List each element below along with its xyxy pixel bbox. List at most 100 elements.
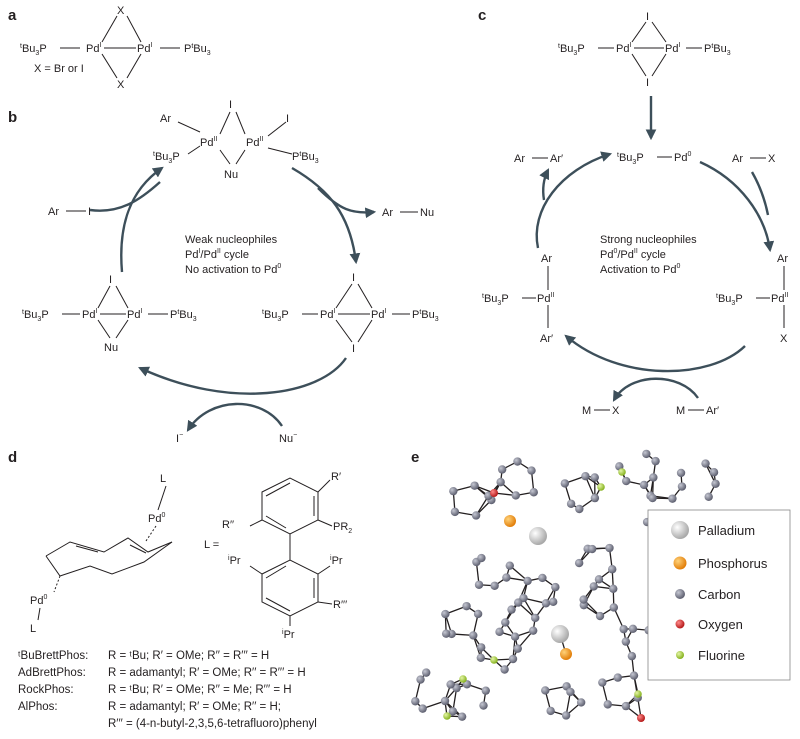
atom-palladium (551, 625, 569, 643)
atom-carbon (411, 697, 419, 705)
atom-fluorine (490, 656, 498, 664)
atom-carbon (628, 652, 636, 660)
d-lig-def-3: R = adamantyl; R′ = OMe; R′′ = H; (108, 701, 281, 713)
atom-carbon (475, 581, 483, 589)
atom-carbon (677, 469, 685, 477)
atom-carbon (416, 675, 424, 683)
b-top-ligand: tBu3P (153, 151, 180, 165)
atom-fluorine (597, 483, 605, 491)
legend-swatch-phosphorus (674, 557, 687, 570)
atom-oxygen (637, 714, 645, 722)
atom-carbon (462, 602, 470, 610)
b-left-pd1: PdI (82, 308, 97, 321)
atom-carbon (614, 673, 622, 681)
atom-carbon (678, 482, 686, 490)
d-pd0-top: Pd0 (148, 512, 165, 525)
atom-carbon (477, 554, 485, 562)
atom-phosphorus (560, 648, 572, 660)
atom-fluorine (618, 468, 626, 476)
atom-carbon (648, 494, 656, 502)
atom-carbon (619, 625, 627, 633)
atom-carbon (500, 665, 508, 673)
atom-carbon (566, 688, 574, 696)
b-product-nu: Nu (420, 207, 434, 219)
b-arrow-ari-in (90, 182, 160, 211)
c-arrow-transmet (566, 336, 745, 371)
b-left-ligand: tBu3P (22, 309, 49, 323)
c-left-ligand: tBu3P (482, 293, 509, 307)
legend-swatch-palladium (671, 521, 689, 539)
atom-fluorine (459, 675, 467, 683)
b-arrow-arnu-out (318, 188, 374, 212)
atom-carbon (649, 473, 657, 481)
atom-carbon (458, 712, 466, 720)
d-l-bottom: L (30, 623, 36, 635)
c-caption-3: Activation to Pd0 (600, 263, 680, 276)
atom-carbon (541, 686, 549, 694)
c-mar-ar: Ar′ (706, 405, 719, 417)
atom-carbon (474, 610, 482, 618)
d-r-tprime: R′′′ (333, 599, 347, 611)
atom-carbon (562, 711, 570, 719)
atom-carbon (509, 655, 517, 663)
b-caption-2: PdI/PdII cycle (185, 248, 249, 261)
legend-carbon: Carbon (698, 587, 741, 602)
atom-carbon (575, 559, 583, 567)
d-ipr-bottom: iPr (282, 629, 295, 641)
c-top-iodide: I (646, 11, 649, 23)
atom-carbon (512, 491, 520, 499)
atom-carbon (490, 582, 498, 590)
atom-carbon (579, 595, 587, 603)
atom-carbon (640, 481, 648, 489)
panel-c-cycle: tBu3P PdI I I PdI PtBu3 tBu3P Pd0 Ar Ar′… (482, 11, 788, 417)
atom-carbon (598, 678, 606, 686)
b-left-nu: Nu (104, 342, 118, 354)
atom-oxygen (490, 489, 498, 497)
atom-carbon (495, 628, 503, 636)
c-mx-x: X (612, 405, 620, 417)
d-lig-def-3-cont: R′′′ = (4-n-butyl-2,3,5,6-tetrafluoro)ph… (108, 718, 317, 730)
atom-carbon (549, 598, 557, 606)
b-arrow-bottom (140, 358, 346, 394)
atom-carbon (523, 577, 531, 585)
legend-swatch-fluorine (676, 651, 684, 659)
atom-carbon (581, 472, 589, 480)
atom-carbon (513, 457, 521, 465)
b-reagent-i: I (88, 206, 91, 218)
c-right-ar: Ar (777, 253, 788, 265)
atom-carbon (622, 702, 630, 710)
panel-d-ligands: Pd0 L Pd0 L L = R′ PR2 R′′ iPr iPr R′′′ … (18, 471, 352, 730)
atom-carbon (591, 494, 599, 502)
b-arrow-left-up (121, 168, 162, 272)
atom-carbon (482, 686, 490, 694)
b-top-right-ligand: PtBu3 (292, 151, 319, 165)
b-right-iodide-bottom: I (352, 343, 355, 355)
atom-carbon (418, 704, 426, 712)
b-arrow-swap (188, 404, 282, 430)
c-left-pd2: PdII (537, 292, 554, 305)
atom-carbon (622, 637, 630, 645)
atom-fluorine (443, 712, 451, 720)
atom-carbon (496, 478, 504, 486)
b-top-ar: Ar (160, 113, 171, 125)
d-lig-def-1: R = adamantyl; R′ = OMe; R′′ = R′′′ = H (108, 667, 306, 679)
atom-carbon (608, 565, 616, 573)
b-right-pd1b: PdI (371, 308, 386, 321)
c-product-arp: Ar′ (550, 153, 563, 165)
b-right-ligand: tBu3P (262, 309, 289, 323)
b-arrow-right-down (292, 168, 356, 262)
atom-carbon (531, 614, 539, 622)
atom-carbon (441, 697, 449, 705)
atom-carbon (567, 500, 575, 508)
c-arrow-product-out (543, 170, 548, 200)
d-pr2: PR2 (333, 521, 352, 535)
b-top-pd2b: PdII (246, 136, 263, 149)
a-x-top: X (117, 5, 125, 17)
c-mar-m: M (676, 405, 685, 417)
atom-carbon (446, 680, 454, 688)
d-lig-name-0: ᵗBuBrettPhos: (18, 650, 88, 662)
c-top-right-ligand: PtBu3 (704, 43, 731, 57)
atom-carbon (542, 599, 550, 607)
atom-carbon (514, 644, 522, 652)
